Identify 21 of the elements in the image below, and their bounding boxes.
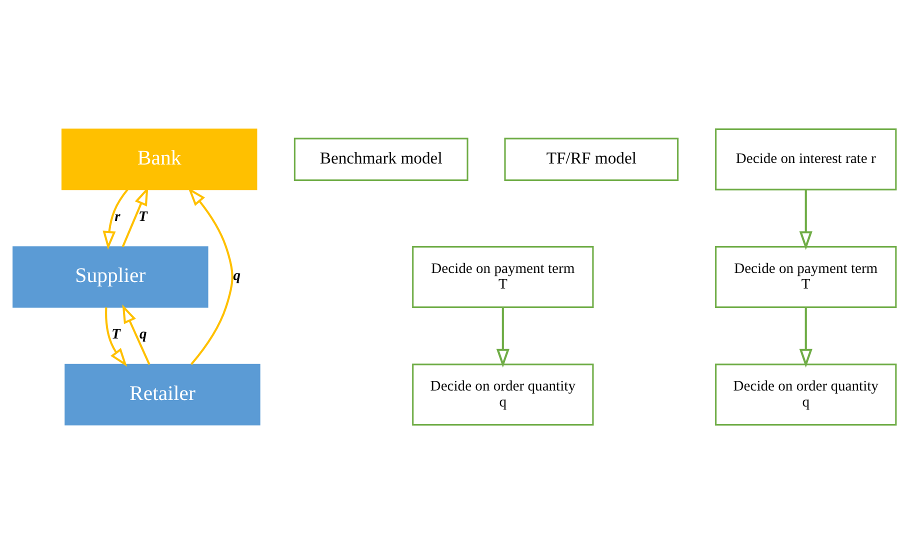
- node-box: Decide on payment term T: [715, 246, 897, 308]
- arrow: [122, 304, 150, 364]
- arrow: [799, 189, 812, 250]
- node-box: Bank: [61, 128, 258, 190]
- arrow: [102, 188, 128, 250]
- edge-label: r: [114, 208, 120, 224]
- edge-label: q: [233, 267, 241, 284]
- edge-label: T: [138, 208, 148, 224]
- arrow: [496, 306, 510, 368]
- node-box: TF/RF model: [504, 137, 679, 180]
- node-box: Supplier: [12, 246, 208, 308]
- arrow: [105, 306, 128, 366]
- node-box: Retailer: [64, 363, 260, 425]
- node-box: Decide on order quantity q: [412, 363, 594, 426]
- arrow: [799, 306, 812, 368]
- node-box: Decide on order quantity q: [715, 363, 897, 426]
- edge-label: q: [140, 326, 147, 342]
- node-box: Decide on payment term T: [412, 246, 594, 308]
- node-box: Decide on interest rate r: [715, 128, 897, 190]
- edge-label: T: [111, 326, 120, 342]
- node-box: Benchmark model: [294, 137, 468, 180]
